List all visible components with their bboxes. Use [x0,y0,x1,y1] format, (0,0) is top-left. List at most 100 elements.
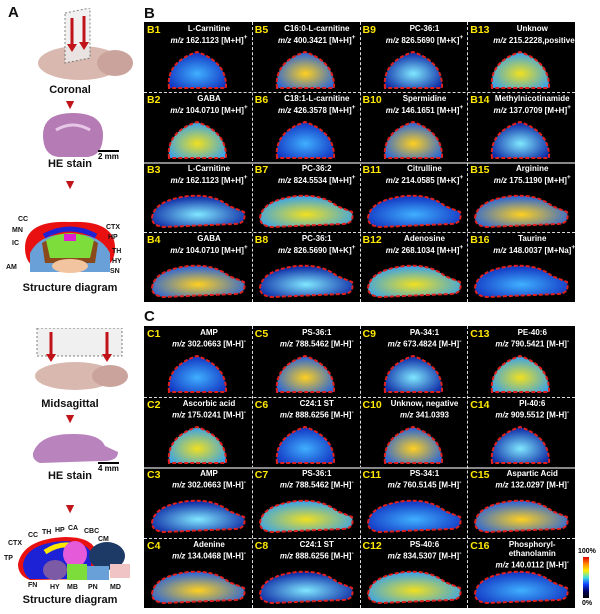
image-id: B12 [362,234,382,246]
metabolite-name: C24:1 ST [299,539,334,549]
brain-ion-heatmap [275,50,335,89]
image-id: C5 [254,328,269,340]
msi-image-b10: B10 Spermidine m/z 146.1651 [M+H]+ [360,92,467,162]
tissue-outline [383,354,443,393]
metabolite-name: L-Carnitine [187,24,231,33]
ion-annotation: Arginine m/z 175.1190 [M+H]+ [493,164,571,185]
image-id: B6 [254,94,269,106]
mz-value: m/z 175.0241 [M-H]- [172,408,246,420]
colorbar [583,557,589,598]
ion-annotation: L-Carnitine m/z 162.1123 [M+H]+ [170,24,248,45]
arrow-down-icon: ▼ [63,500,77,516]
brain-ion-heatmap [474,570,569,604]
msi-image-b15: B15 Arginine m/z 175.1190 [M+H]+ [467,162,574,232]
mz-value: m/z 215.2228,positive [493,35,575,45]
ion-annotation: PE-40:6 m/z 790.5421 [M-H]- [493,328,571,349]
metabolite-name: GABA [197,234,221,243]
brain-ion-heatmap [383,425,443,464]
ion-annotation: GABA m/z 104.0710 [M+H]+ [170,94,248,115]
region-label: CC [18,216,29,223]
he-stain-caption-2: HE stain [47,470,92,482]
brain-ion-heatmap [366,570,461,604]
brain-ion-heatmap [474,499,569,534]
image-id: C10 [362,398,382,411]
tissue-outline [150,194,246,229]
msi-image-c6: C6 C24:1 ST m/z 888.6256 [M-H]- [252,397,359,468]
tissue-outline [474,570,569,604]
mz-value: m/z 214.0585 [M+K]+ [385,174,464,185]
grid-divider [144,537,575,539]
mz-value: m/z 790.5421 [M-H]- [495,338,570,349]
panel-b-label: B [144,5,155,22]
msi-image-b9: B9 PC-36:1 m/z 826.5690 [M+K]+ [360,22,467,92]
mz-value: m/z 162.1123 [M+H]+ [170,174,248,185]
grid-divider [467,22,469,302]
msi-image-b14: B14 Methylnicotinamide m/z 137.0709 [M+H… [467,92,574,162]
mz-value: m/z 826.5690 [M+K]+ [277,244,356,255]
brain-ion-heatmap [491,354,551,393]
ion-annotation: AMP m/z 302.0663 [M-H]- [170,328,248,349]
tissue-outline [258,570,354,604]
image-id: B15 [470,164,490,176]
brain-ion-heatmap [258,264,354,299]
ion-annotation: GABA m/z 104.0710 [M+H]+ [170,234,248,255]
image-id: C3 [147,469,161,481]
metabolite-name: Unknow, negative [390,398,459,408]
metabolite-name: Taurine [518,234,547,243]
metabolite-name: Adenosine [404,234,445,243]
metabolite-name: PS-36:1 [302,328,332,337]
scale-bar-sagittal: 4 mm [98,462,119,473]
brain-ion-heatmap [383,354,443,393]
metabolite-name: L-Carnitine [187,164,231,173]
ion-annotation: Taurine m/z 148.0037 [M+Na]+ [493,234,576,255]
he-stain-caption: HE stain [47,158,92,170]
msi-image-c9: C9 PA-34:1 m/z 673.4824 [M-H]- [360,326,467,397]
image-id: C6 [254,398,269,411]
tissue-outline [383,120,443,159]
mz-value: m/z 788.5462 [M-H]- [279,479,354,490]
mz-value: m/z 162.1123 [M+H]+ [170,34,248,45]
tissue-outline [275,425,335,464]
tissue-outline [491,120,551,159]
region-label: FN [28,582,38,589]
msi-image-c13: C13 PE-40:6 m/z 790.5421 [M-H]- [467,326,574,397]
ion-annotation: PA-34:1 m/z 673.4824 [M-H]- [386,328,464,349]
region-label: TP [4,555,13,562]
metabolite-name: AMP [200,328,218,337]
mz-value: m/z 888.6256 [M-H]- [279,408,354,420]
image-id: C7 [254,469,269,481]
msi-image-c8: C8 C24:1 ST m/z 888.6256 [M-H]- [252,538,359,609]
brain-ion-heatmap [167,50,228,89]
ion-annotation: C18:1-L-carnitine m/z 426.3578 [M+H]+ [278,94,356,115]
panel-b-image-grid: B1 L-Carnitine m/z 162.1123 [M+H]+ B2 GA… [144,22,575,302]
grid-divider [467,326,469,608]
image-id: B3 [147,164,161,176]
mz-value: m/z 148.0037 [M+Na]+ [493,244,576,255]
tissue-outline [150,570,246,604]
msi-image-c3: C3 AMP m/z 302.0663 [M-H]- [144,467,251,538]
mz-value: m/z 760.5145 [M-H]- [387,479,462,490]
msi-image-c16: C16 Phosphoryl-ethanolamin m/z 140.0112 … [467,538,574,609]
ion-annotation: PS-40:6 m/z 834.5307 [M-H]- [386,540,464,561]
ion-annotation: L-Carnitine m/z 162.1123 [M+H]+ [170,164,248,185]
image-id: C2 [147,398,161,411]
image-id: B14 [470,94,490,106]
tissue-outline [167,50,228,89]
mz-value: m/z 341.0393 [400,410,449,420]
brain-ion-heatmap [258,570,354,604]
region-label: MD [110,584,121,591]
ion-annotation: C24:1 ST m/z 888.6256 [M-H]- [278,540,356,561]
brain-ion-heatmap [366,194,461,229]
brain-ion-heatmap [491,425,551,464]
ion-annotation: AMP m/z 302.0663 [M-H]- [170,469,248,490]
he-stain-coronal-image [43,113,103,157]
image-id: B2 [147,94,161,106]
ion-annotation: Adenosine m/z 268.1034 [M+H]+ [386,234,464,255]
mz-value: m/z 132.0297 [M-H]- [495,479,570,490]
tissue-outline [150,499,246,534]
msi-image-c15: C15 Aspartic Acid m/z 132.0297 [M-H]- [467,467,574,538]
mz-value: m/z 104.0710 [M+H]+ [170,244,248,255]
msi-image-b5: B5 C16:0-L-carnitine m/z 400.3421 [M+H]+ [252,22,359,92]
tissue-outline [167,120,228,159]
msi-image-c5: C5 PS-36:1 m/z 788.5462 [M-H]- [252,326,359,397]
